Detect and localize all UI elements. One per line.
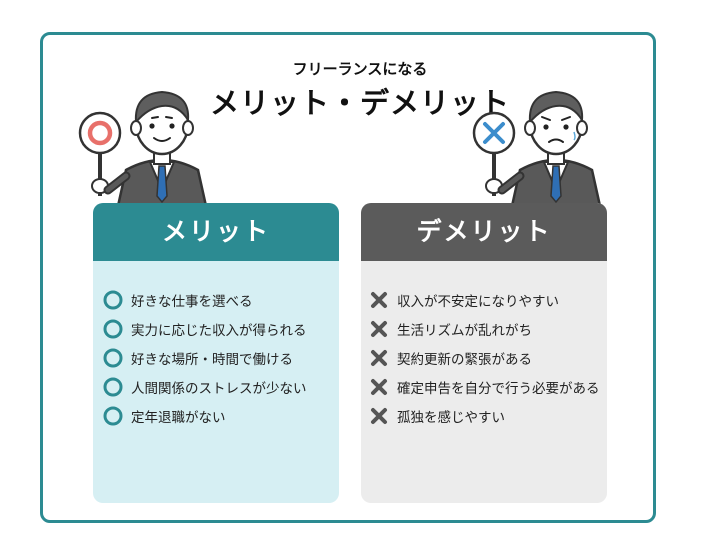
circle-outline-icon: [103, 406, 123, 425]
demerit-list: 収入が不安定になりやすい 生活リズムが乱れがち 契約更新の緊張がある 確定申告を…: [361, 261, 607, 430]
merit-item-text: 定年退職がない: [131, 409, 226, 426]
circle-outline-icon: [103, 348, 123, 367]
merit-item: 実力に応じた収入が得られる: [93, 314, 339, 343]
page-title: メリット・デメリット: [209, 86, 510, 120]
demerit-item-text: 孤独を感じやすい: [397, 409, 505, 426]
merit-item-text: 人間関係のストレスが少ない: [131, 380, 307, 397]
cross-icon: [371, 291, 387, 308]
merit-item: 人間関係のストレスが少ない: [93, 372, 339, 401]
businessman-demerit-illustration: [472, 90, 602, 206]
demerit-item-text: 収入が不安定になりやすい: [397, 293, 559, 310]
demerit-item-text: 生活リズムが乱れがち: [397, 322, 532, 339]
circle-outline-icon: [103, 377, 123, 396]
demerit-item-text: 確定申告を自分で行う必要がある: [397, 380, 600, 397]
merit-item: 好きな場所・時間で働ける: [93, 343, 339, 372]
demerit-item: 孤独を感じやすい: [361, 401, 607, 430]
merit-item: 好きな仕事を選べる: [93, 285, 339, 314]
merit-item: 定年退職がない: [93, 401, 339, 430]
merit-heading: メリット: [93, 203, 339, 261]
demerit-item: 収入が不安定になりやすい: [361, 285, 607, 314]
demerit-item: 契約更新の緊張がある: [361, 343, 607, 372]
merit-item-text: 好きな仕事を選べる: [131, 293, 253, 310]
demerit-panel: デメリット 収入が不安定になりやすい 生活リズムが乱れがち 契約更新の緊張がある…: [361, 203, 607, 503]
cross-icon: [371, 378, 387, 395]
demerit-item: 生活リズムが乱れがち: [361, 314, 607, 343]
businessman-merit-illustration: [78, 90, 208, 206]
circle-outline-icon: [103, 319, 123, 338]
merit-item-text: 実力に応じた収入が得られる: [131, 322, 307, 339]
circle-outline-icon: [103, 290, 123, 309]
merit-panel: メリット 好きな仕事を選べる 実力に応じた収入が得られる 好きな場所・時間で働け…: [93, 203, 339, 503]
cross-icon: [371, 407, 387, 424]
demerit-heading: デメリット: [361, 203, 607, 261]
cross-icon: [371, 349, 387, 366]
subtitle: フリーランスになる: [292, 60, 428, 78]
demerit-item-text: 契約更新の緊張がある: [397, 351, 532, 368]
demerit-item: 確定申告を自分で行う必要がある: [361, 372, 607, 401]
cross-icon: [371, 320, 387, 337]
merit-item-text: 好きな場所・時間で働ける: [131, 351, 293, 368]
circle-sign-icon: [78, 111, 122, 155]
merit-list: 好きな仕事を選べる 実力に応じた収入が得られる 好きな場所・時間で働ける 人間関…: [93, 261, 339, 430]
